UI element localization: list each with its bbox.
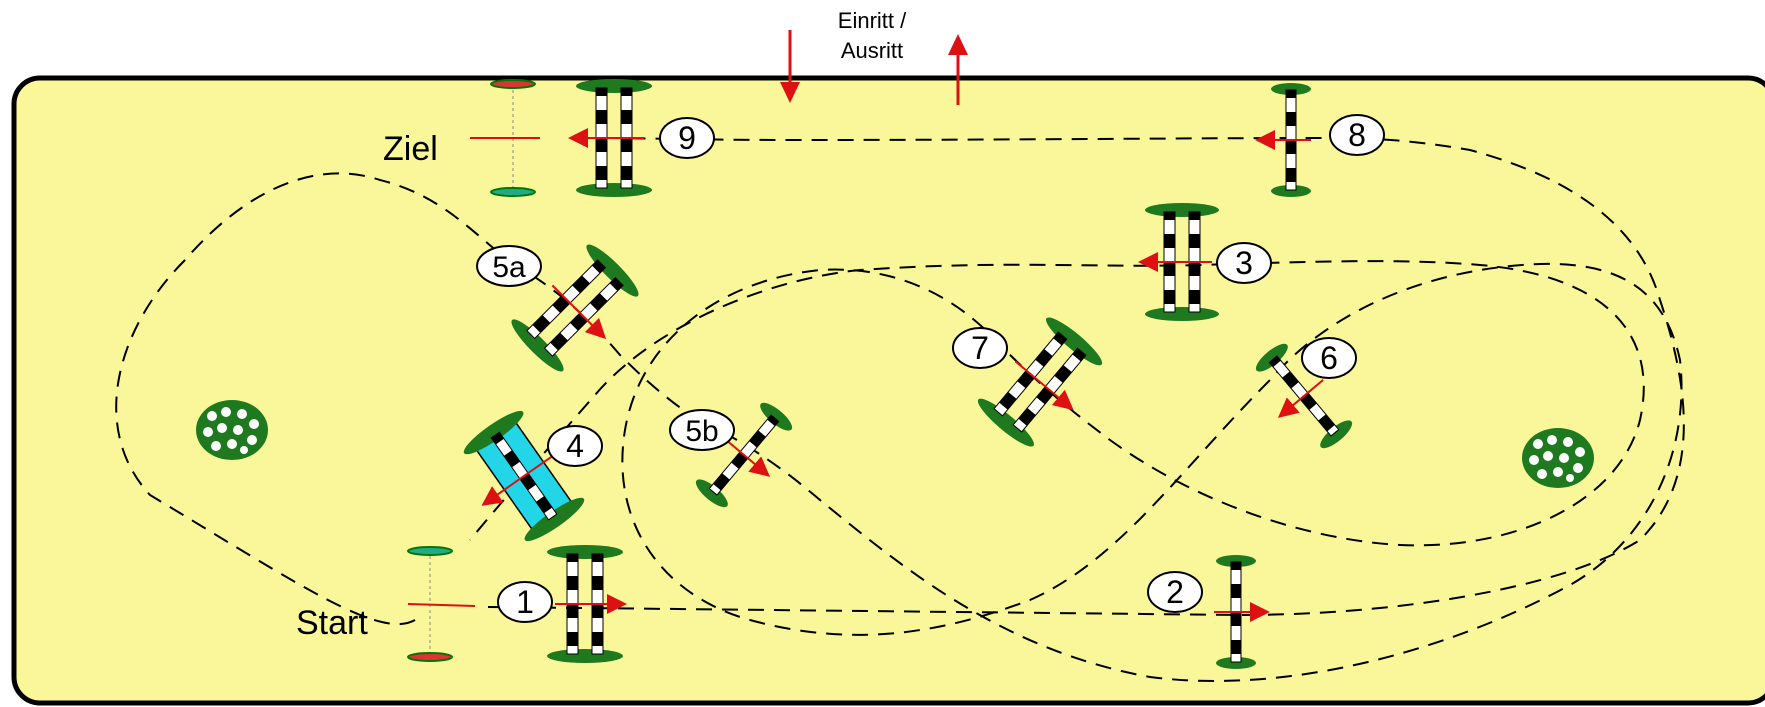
entrance-label-line1: Einritt / bbox=[838, 8, 907, 33]
entry-arrow-icon bbox=[780, 30, 800, 103]
obstacle-8-vertical bbox=[1255, 83, 1311, 197]
svg-text:9: 9 bbox=[678, 120, 696, 156]
obstacle-6-vertical bbox=[1255, 343, 1353, 449]
flower-bed-icon bbox=[1522, 428, 1594, 488]
svg-text:7: 7 bbox=[971, 330, 989, 366]
obstacle-number-badge-9: 9 bbox=[659, 117, 715, 159]
obstacle-4-water-oxer bbox=[463, 410, 585, 542]
arena bbox=[11, 75, 1765, 706]
obstacle-7-oxer bbox=[977, 317, 1103, 447]
svg-text:3: 3 bbox=[1235, 245, 1253, 281]
svg-text:5b: 5b bbox=[685, 415, 718, 448]
flower-bed-icon bbox=[196, 400, 268, 460]
obstacle-number-badge-4: 4 bbox=[547, 425, 603, 467]
obstacle-number-badge-7: 7 bbox=[952, 327, 1008, 369]
obstacle-number-badge-5b: 5b bbox=[669, 409, 735, 451]
obstacle-9-oxer bbox=[568, 79, 652, 197]
exit-arrow-icon bbox=[948, 34, 968, 105]
obstacle-5a-oxer bbox=[511, 244, 639, 372]
obstacle-number-badge-8: 8 bbox=[1329, 114, 1385, 156]
svg-text:6: 6 bbox=[1320, 340, 1338, 376]
start-gate bbox=[407, 546, 476, 662]
start-label: Start bbox=[296, 604, 368, 642]
svg-text:8: 8 bbox=[1348, 117, 1366, 153]
obstacle-2-vertical bbox=[1214, 555, 1270, 669]
svg-text:4: 4 bbox=[566, 428, 584, 464]
svg-text:1: 1 bbox=[516, 584, 534, 620]
obstacle-number-badge-5a: 5a bbox=[476, 245, 542, 287]
obstacle-number-badge-2: 2 bbox=[1147, 571, 1203, 613]
obstacle-5b-vertical bbox=[695, 402, 793, 508]
obstacle-number-badge-6: 6 bbox=[1301, 337, 1357, 379]
svg-text:5a: 5a bbox=[492, 251, 526, 284]
obstacle-1-oxer bbox=[547, 545, 627, 663]
obstacle-number-badge-1: 1 bbox=[497, 581, 553, 623]
obstacle-3-oxer bbox=[1138, 203, 1219, 321]
finish-label: Ziel bbox=[383, 130, 438, 168]
finish-gate bbox=[470, 79, 540, 197]
svg-text:2: 2 bbox=[1166, 574, 1184, 610]
obstacle-number-badge-3: 3 bbox=[1216, 242, 1272, 284]
entrance-label-line2: Ausritt bbox=[841, 38, 903, 63]
